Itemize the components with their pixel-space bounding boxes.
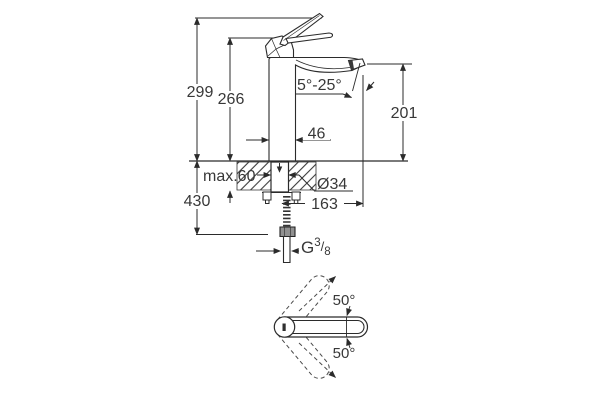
label-max-deck: max.60: [203, 168, 256, 185]
vertex-arrow-up: [346, 306, 352, 317]
label-lever-height: 266: [218, 91, 245, 108]
shank-center-tick: [278, 163, 282, 172]
angle-vertex-ticks: [346, 306, 352, 349]
mounting-bracket: [262, 192, 301, 204]
mounting-deck: [189, 161, 408, 263]
label-overall-height: 299: [187, 84, 214, 101]
spout-inner-curve: [296, 60, 350, 69]
top-view-labels: 50° 50°: [333, 292, 356, 362]
hose-connector: [280, 227, 295, 237]
angle-leader-arrow: [343, 92, 353, 98]
stream-arrow: [366, 82, 375, 91]
dim-34-leader: [299, 175, 314, 191]
label-swivel-up: 50°: [333, 292, 356, 309]
lever-raised-edge: [284, 16, 320, 41]
supply-tube: [284, 237, 291, 263]
label-spout-reach: 163: [311, 196, 338, 213]
swivel-leader-down: [299, 343, 336, 378]
lever-rest: [286, 33, 333, 43]
dimension-lines: [194, 17, 406, 254]
label-spout-height: 201: [391, 105, 418, 122]
aerator-shade: [348, 60, 354, 70]
side-view: 299 266 430 201 46 max.60 Ø34 163 5°-25°…: [180, 14, 421, 263]
label-swivel-down: 50°: [333, 345, 356, 362]
vertex-arrow-down: [346, 337, 352, 349]
label-thread: G3/8: [301, 237, 331, 258]
extension-lines: [195, 18, 412, 235]
label-hole-diameter: Ø34: [317, 176, 347, 193]
swivel-range-dashed: [271, 272, 336, 383]
label-backgrounds: [180, 84, 421, 211]
label-under-deck: 430: [184, 193, 211, 210]
label-body-width: 46: [308, 126, 326, 143]
swivel-leader-up: [299, 276, 336, 312]
faucet-body: [266, 14, 366, 162]
label-stream-angle: 5°-25°: [297, 77, 342, 94]
stream-line: [353, 63, 361, 91]
handle-top-view: [274, 317, 367, 337]
labels: 299 266 430 201 46 max.60 Ø34 163 5°-25°…: [184, 77, 418, 258]
pivot-mark: [282, 323, 286, 331]
top-view: 50° 50°: [271, 272, 367, 383]
body-outline: [269, 58, 365, 162]
